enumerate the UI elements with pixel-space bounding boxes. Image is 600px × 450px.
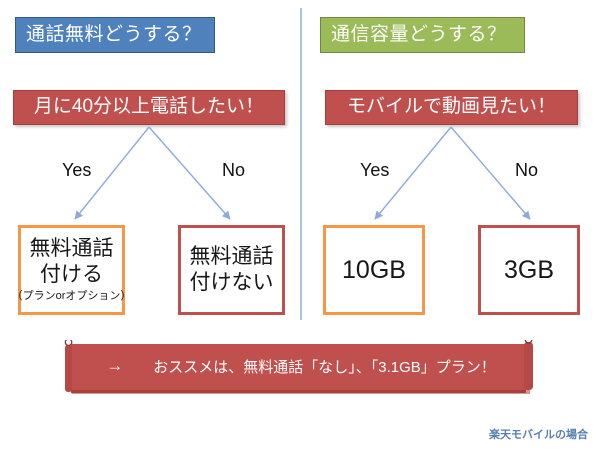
column-header-calls: 通話無料どうする？ xyxy=(15,17,215,53)
branch-label-data-no: No xyxy=(515,160,539,180)
answer-box-calls-yes: 無料通話 付ける （プランorオプション） xyxy=(12,225,131,315)
branch-label-calls-yes: Yes xyxy=(62,160,92,180)
branch-label-data-yes: Yes xyxy=(360,160,390,180)
answer-line-1: 無料通話 xyxy=(189,245,274,268)
answer-line-2: 付けない xyxy=(189,271,274,294)
column-divider xyxy=(300,8,302,320)
footer-note: 楽天モバイルの場合 xyxy=(489,429,588,441)
answer-line-1: 無料通話 xyxy=(29,237,114,260)
question-data: モバイルで動画見たい！ xyxy=(325,90,578,125)
recommendation-ribbon: → おススメは、無料通話「なし」、「3.1GB」プラン！ xyxy=(62,340,540,402)
answer-box-calls-no: 無料通話 付けない xyxy=(178,225,285,315)
answer-box-data-no: 3GB xyxy=(478,225,580,315)
question-calls: 月に40分以上電話したい！ xyxy=(13,90,285,125)
answer-value: 3GB xyxy=(503,256,555,284)
answer-value: 10GB xyxy=(342,256,406,284)
answer-subtext: （プランorオプション） xyxy=(11,290,132,302)
answer-line-2: 付ける xyxy=(40,263,103,286)
column-header-data: 通信容量どうする？ xyxy=(320,17,525,53)
answer-box-data-yes: 10GB xyxy=(323,225,425,315)
branch-label-calls-no: No xyxy=(222,160,246,180)
ribbon-shape xyxy=(64,340,533,394)
